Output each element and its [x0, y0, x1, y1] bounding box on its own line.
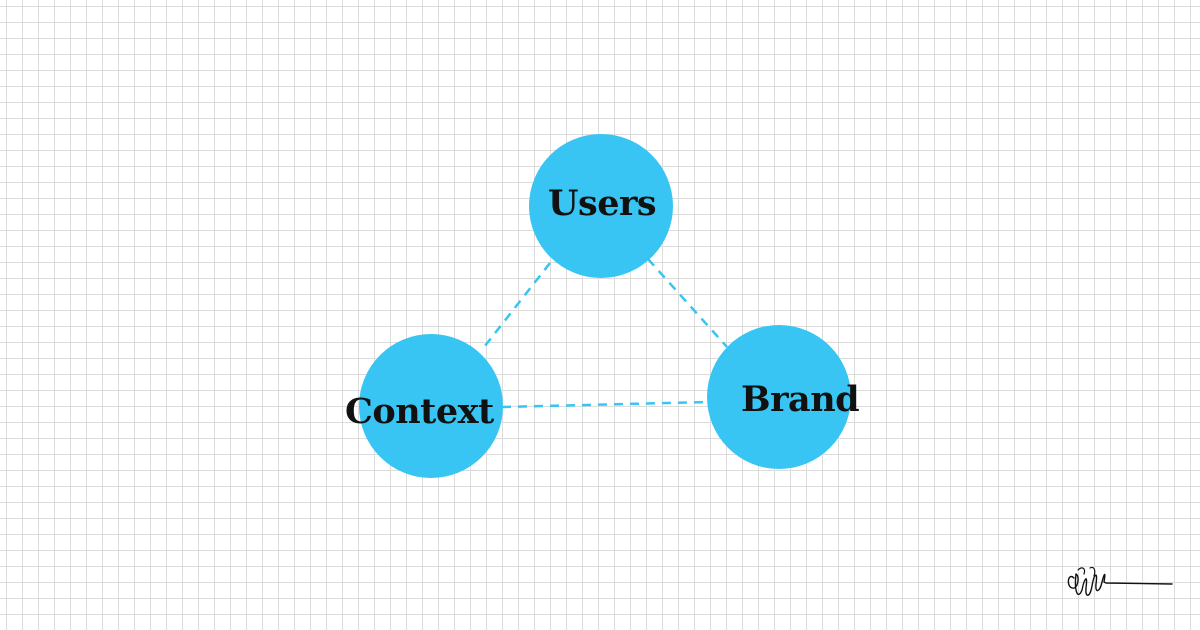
edge-users-context — [480, 262, 551, 352]
node-label-users: Users — [548, 183, 657, 224]
node-label-brand: Brand — [741, 379, 860, 420]
node-label-context: Context — [345, 391, 494, 432]
node-users — [529, 134, 673, 278]
node-context — [359, 334, 503, 478]
signature-mark — [1067, 566, 1173, 596]
edge-users-brand — [647, 258, 728, 348]
node-brand — [707, 325, 851, 469]
edge-context-brand — [501, 400, 710, 409]
